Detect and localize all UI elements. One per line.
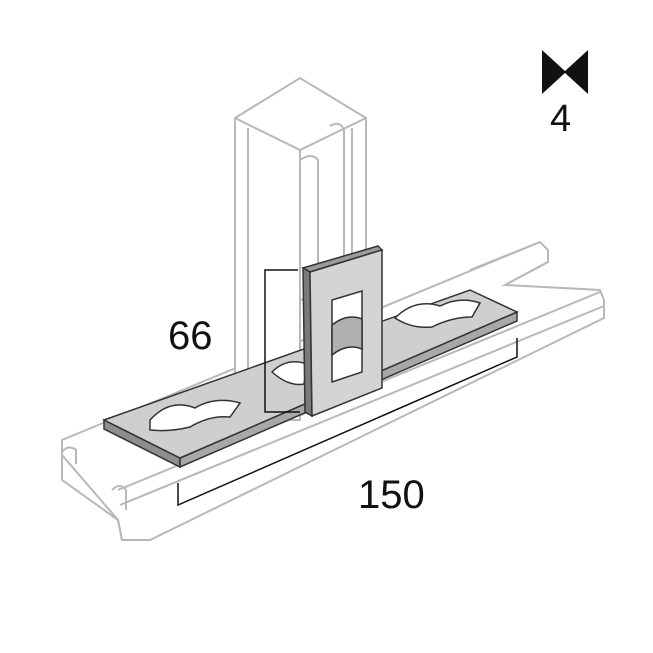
dimension-66-bracket	[264, 269, 300, 413]
height-dimension-label: 66	[168, 314, 213, 358]
bowtie-pack-icon	[542, 50, 588, 94]
dimension-150-bracket	[177, 338, 518, 507]
quantity-label: 4	[550, 98, 572, 140]
length-dimension-label: 150	[358, 473, 425, 517]
upright-tab	[301, 245, 384, 418]
dimension-lines	[177, 269, 518, 507]
